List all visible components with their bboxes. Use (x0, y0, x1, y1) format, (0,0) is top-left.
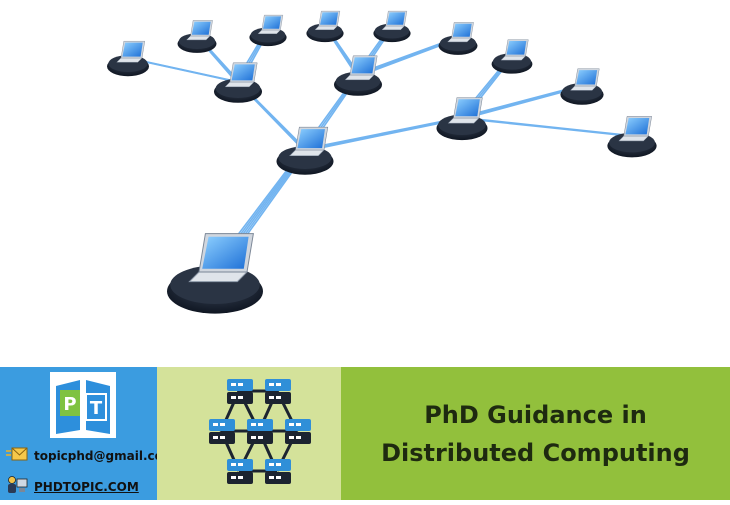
email-link[interactable]: topicphd@gmail.com (34, 448, 176, 463)
contact-website-row[interactable]: PHDTOPIC.COM (6, 475, 139, 498)
title-panel: PhD Guidance in Distributed Computing (341, 367, 730, 500)
laptop-icon (306, 10, 344, 43)
laptop-icon (438, 22, 478, 55)
server-network-icon (209, 379, 311, 484)
laptop-icon (560, 68, 604, 105)
laptop-icon (214, 62, 262, 103)
logo-letter-p: P (63, 394, 76, 415)
laptop-icon (607, 116, 657, 158)
server-box (209, 419, 235, 444)
laptop-icon (177, 20, 217, 53)
network-illustration (107, 10, 657, 314)
network-wire (128, 57, 241, 84)
envelope-icon (6, 447, 28, 464)
contact-panel: P T topicphd@gmail.com (0, 367, 175, 500)
footer-banner: P T topicphd@gmail.com (0, 367, 730, 500)
laptop-icon (107, 40, 149, 77)
banner-title-line2: Distributed Computing (381, 438, 690, 467)
server-box (265, 379, 291, 404)
laptop-icon (167, 233, 263, 314)
person-computer-icon (6, 475, 28, 498)
laptop-icon (436, 97, 488, 141)
server-box (227, 379, 253, 404)
network-wire (464, 117, 634, 138)
network-icon-panel (157, 367, 341, 500)
server-box (247, 419, 273, 444)
laptop-icon (334, 55, 382, 96)
laptop-icon (249, 14, 287, 47)
network-wire (307, 117, 464, 152)
laptop-icon (276, 126, 334, 175)
website-link[interactable]: PHDTOPIC.COM (34, 479, 139, 494)
contact-email-row[interactable]: topicphd@gmail.com (6, 447, 175, 464)
book-logo-icon: P T (50, 372, 116, 438)
server-box (227, 459, 253, 484)
server-box (285, 419, 311, 444)
banner-title-line1: PhD Guidance in (424, 400, 647, 429)
laptop-icon (491, 39, 533, 74)
server-box (265, 459, 291, 484)
laptop-icon (373, 10, 411, 43)
logo-letter-t: T (90, 398, 103, 419)
